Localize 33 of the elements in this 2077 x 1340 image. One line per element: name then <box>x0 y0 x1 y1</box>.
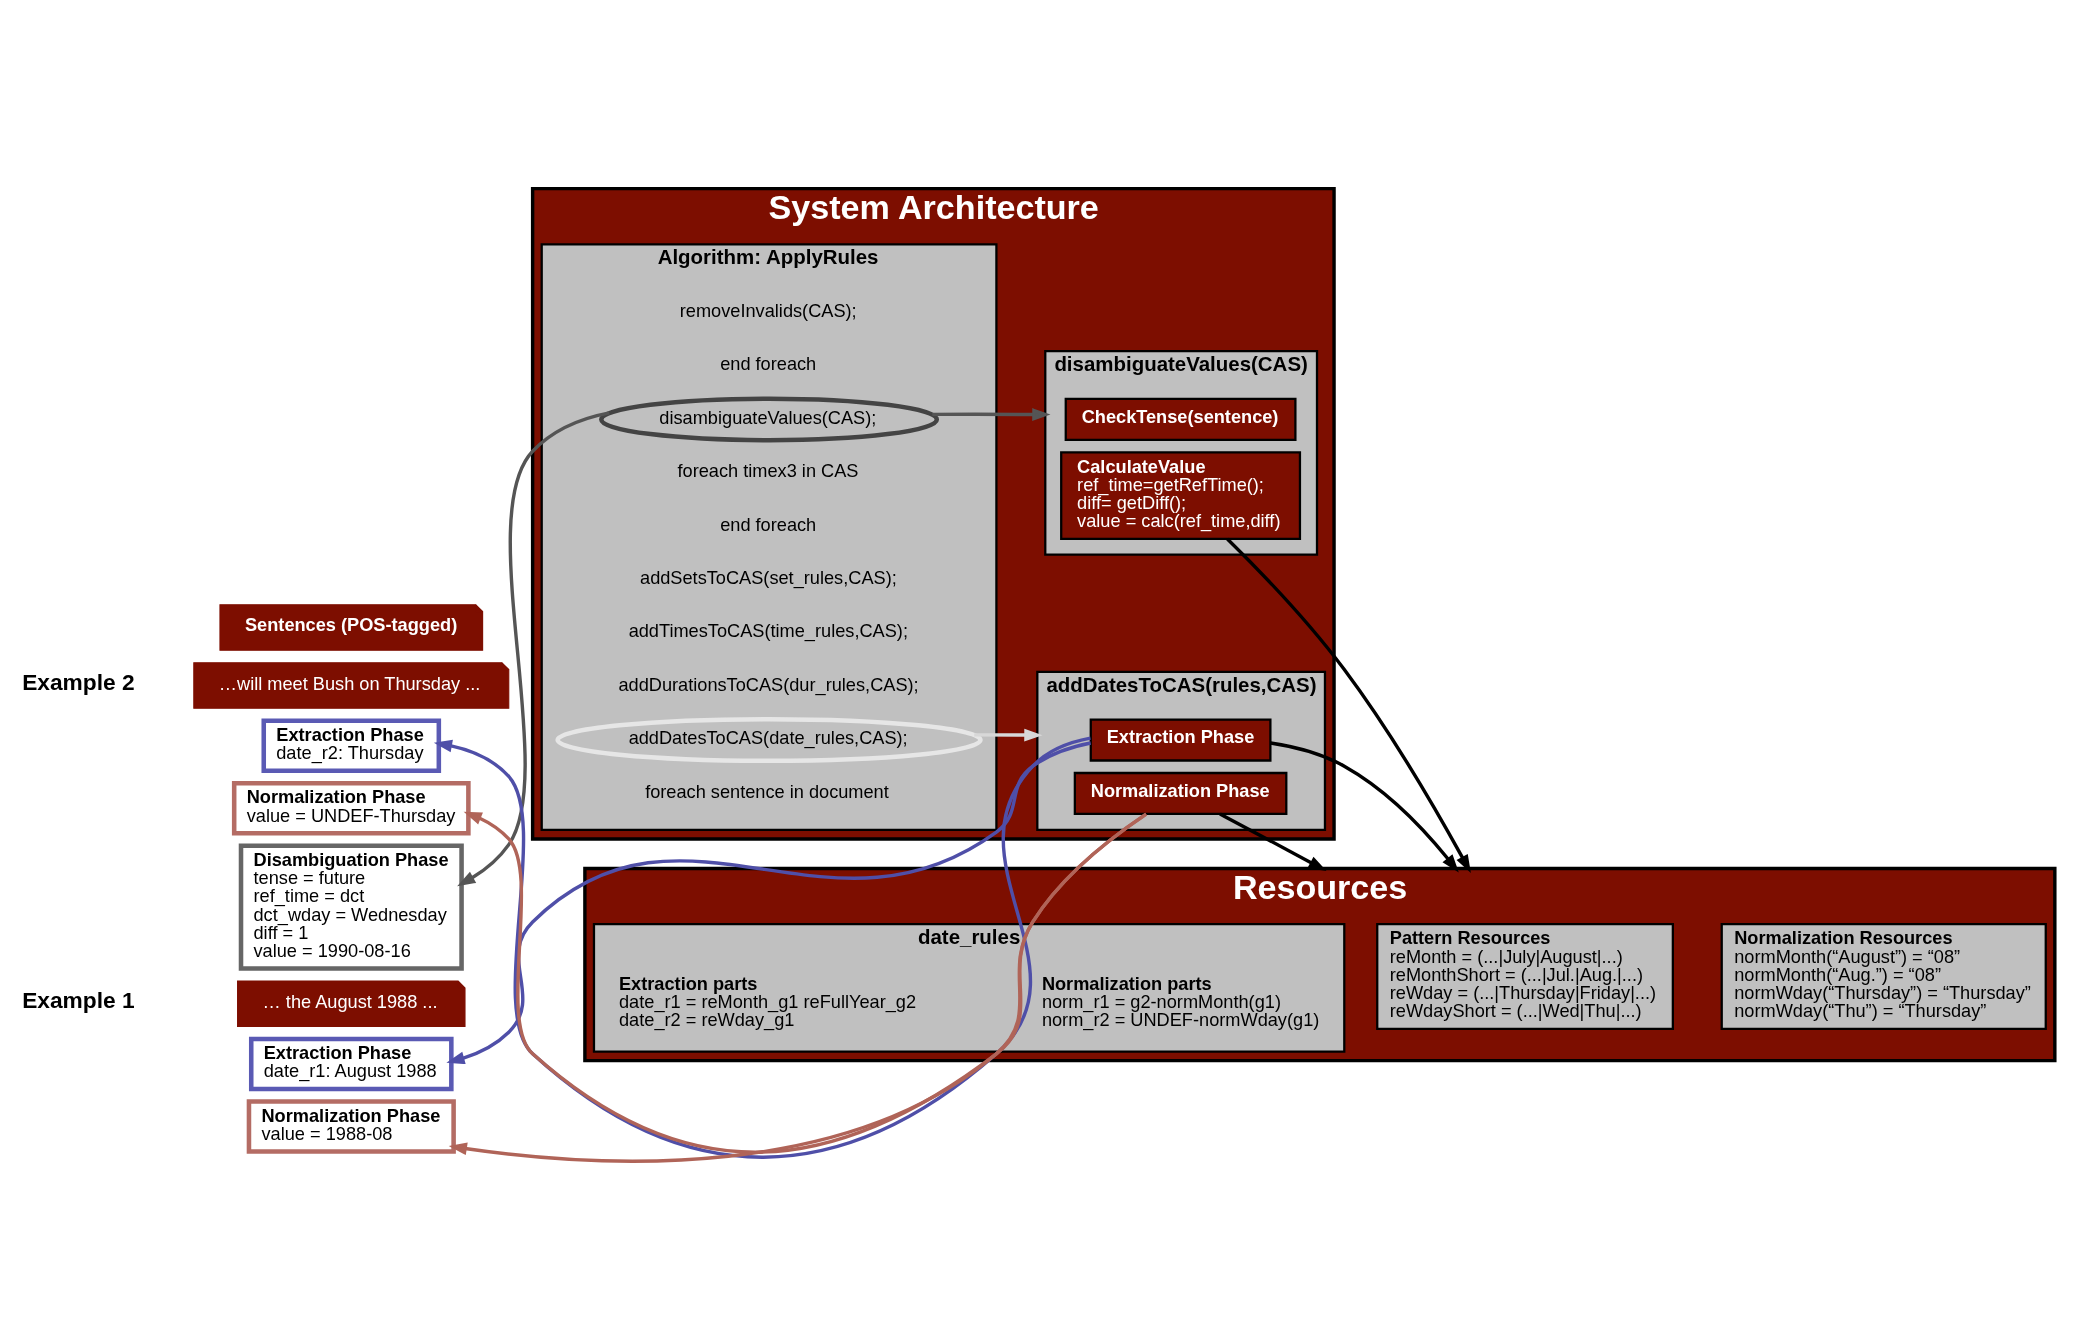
node-text: end foreach <box>720 514 817 535</box>
arrow <box>932 407 1051 421</box>
arrow <box>433 736 1091 1158</box>
arrow <box>446 740 1091 1064</box>
node-box: CheckTense(sentence) <box>1064 397 1297 441</box>
node-text: addSetsToCAS(set_rules,CAS); <box>640 567 897 588</box>
node-text: foreach sentence in document <box>645 781 889 802</box>
label: Example 2 <box>22 668 135 695</box>
arrow <box>1226 537 1471 873</box>
node-text: foreach timex3 in CAS <box>677 460 859 481</box>
node-text: Extraction parts date_r1 = reMonth_g1 reFullYear_g2 date_r2 = reWday_g1 <box>618 973 917 1030</box>
node-box: Pattern Resources reMonth = (...|July|August|...) reMonthShort = (...|Jul.|Aug.|...) reWday = (...|Thursday|Friday|...) reWdayShort = (...|Wed|Thu|...) <box>1376 922 1674 1030</box>
arrow <box>1270 740 1459 873</box>
arrow <box>974 728 1043 741</box>
node-box: Extraction Phase date_r2: Thursday <box>261 717 442 773</box>
node-box: Normalization Phase value = 1988-08 <box>246 1098 456 1154</box>
node-text: removeInvalids(CAS); <box>679 300 857 321</box>
node-box: Extraction Phase date_r1: August 1988 <box>248 1036 454 1091</box>
label: Example 1 <box>22 986 135 1013</box>
node-box: Extraction Phase <box>1089 717 1272 762</box>
arrow <box>1219 811 1327 871</box>
node-box: Normalization Resources normMonth(“August”) = “08” normMonth(“Aug.”) = “08” normWday(“Thursday”) = “Thursday” normWday(“Thu”) = “Thursday” <box>1720 922 2047 1030</box>
node-text: addTimesToCAS(time_rules,CAS); <box>628 620 908 641</box>
node-text: addDurationsToCAS(dur_rules,CAS); <box>618 674 919 695</box>
node-box: CalculateValue ref_time=getRefTime(); diff= getDiff(); value = calc(ref_time,diff) <box>1060 450 1302 540</box>
node-ellipse: addDatesToCAS(date_rules,CAS); <box>555 716 983 763</box>
node-text: end foreach <box>720 353 817 374</box>
node-ellipse: disambiguateValues(CAS); <box>599 395 940 442</box>
node-box: Normalization Phase value = UNDEF-Thursday <box>231 780 471 836</box>
node-box: Normalization Phase <box>1073 771 1288 815</box>
node-box: Disambiguation Phase tense = future ref_time = dct dct_wday = Wednesday diff = 1 value = 1990-08-16 <box>238 843 464 971</box>
arrow <box>457 410 610 886</box>
node-text: Normalization parts norm_r1 = g2-normMonth(g1) norm_r2 = UNDEF-normWday(g1) <box>1041 973 1320 1030</box>
